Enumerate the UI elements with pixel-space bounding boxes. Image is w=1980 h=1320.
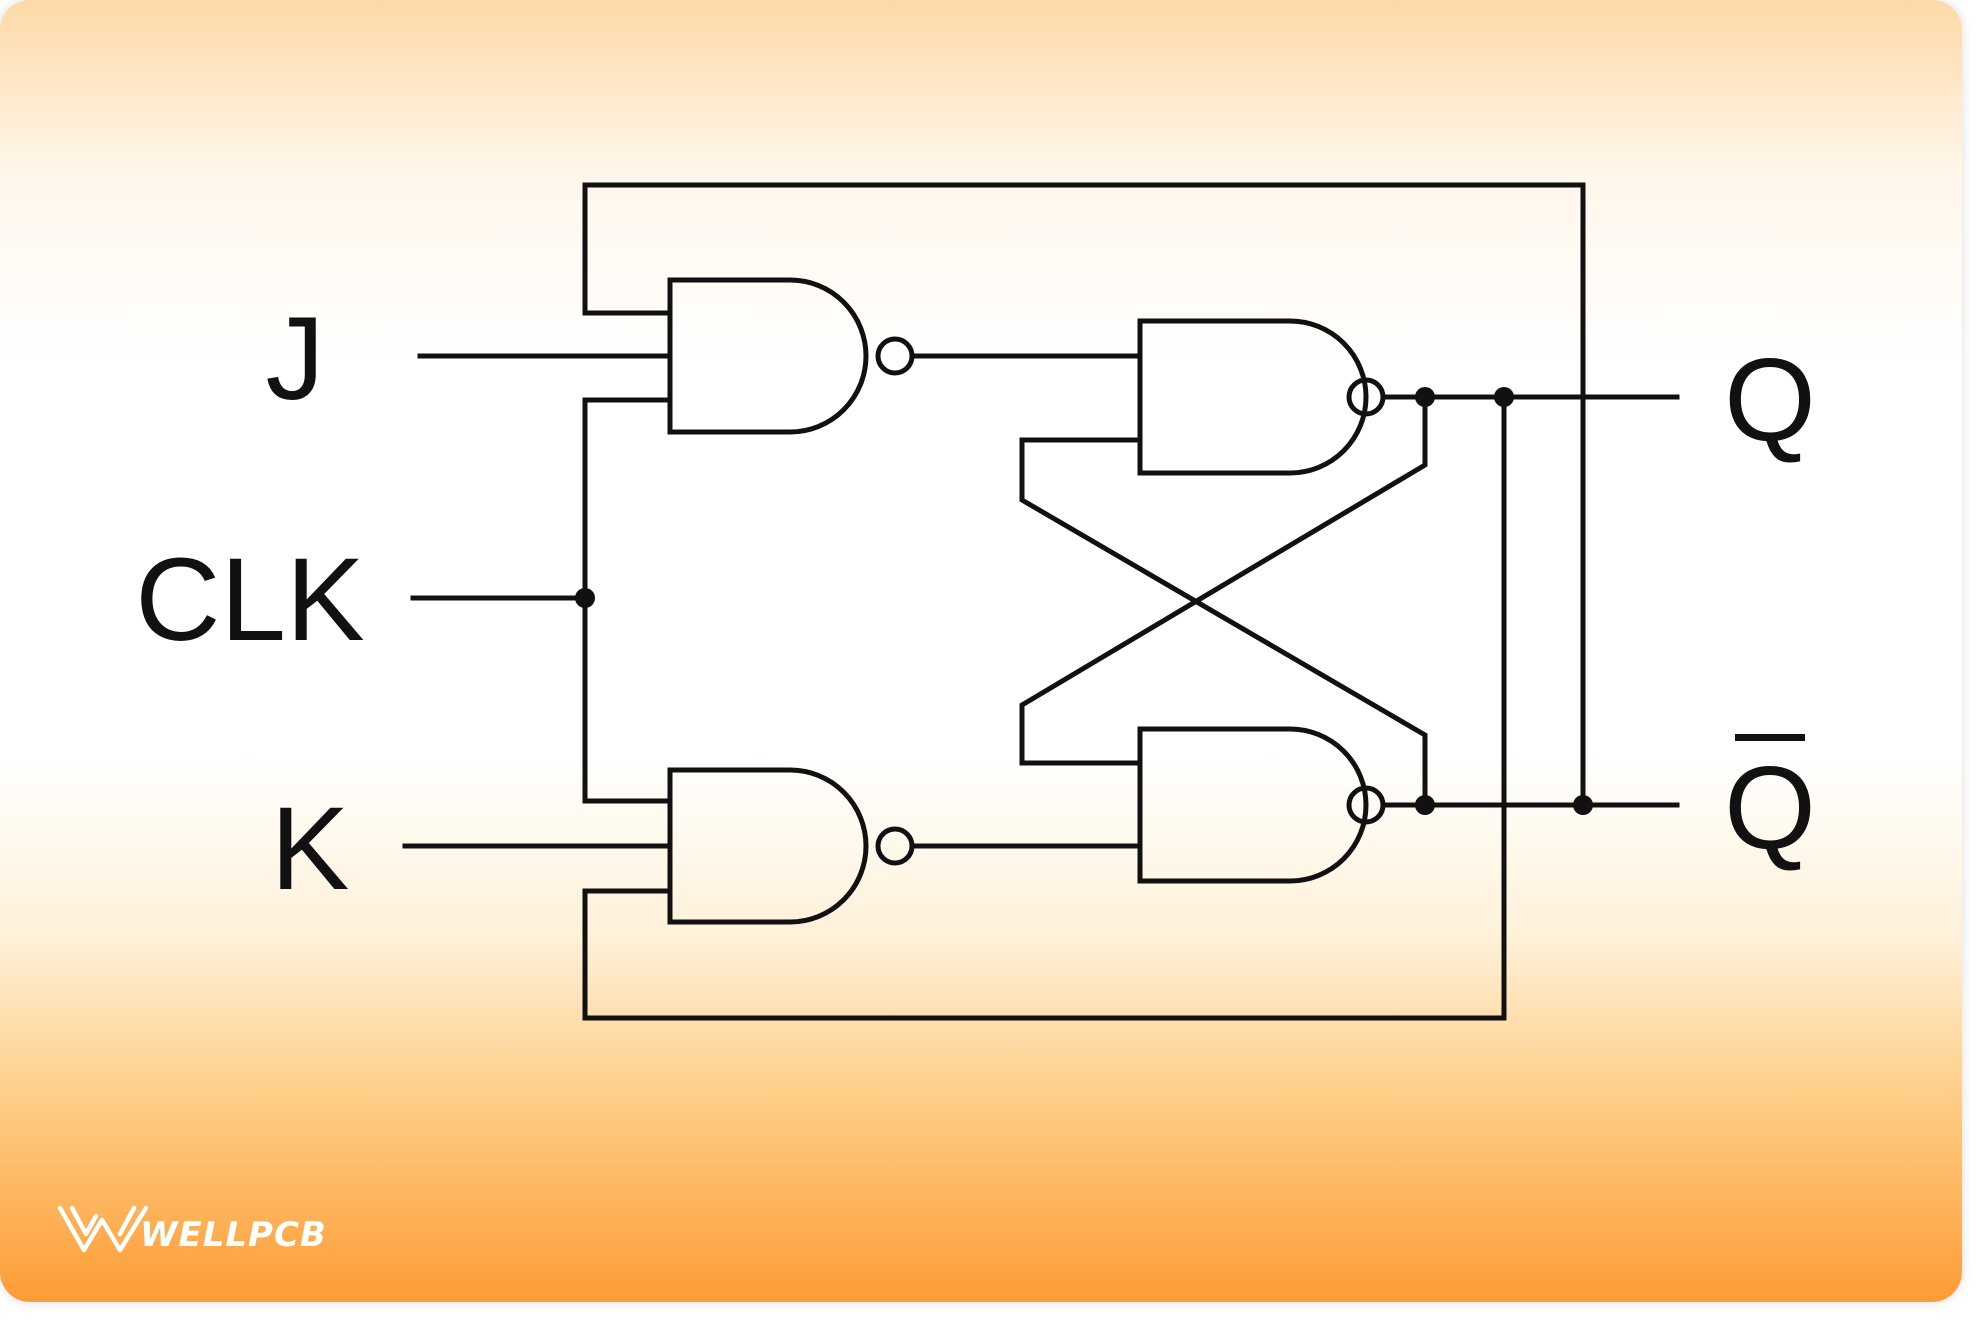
junction-q-cross [1415, 387, 1435, 407]
junction-clk [575, 588, 595, 608]
nand-gate-k [667, 767, 915, 925]
junction-qbar-feedback [1573, 795, 1593, 815]
jk-flip-flop-diagram: J CLK K Q Q WELLPCB [0, 0, 1962, 1302]
junction-q-feedback [1494, 387, 1514, 407]
label-j: J [266, 293, 325, 425]
nand-gate-j [667, 277, 915, 435]
junctions [575, 387, 1593, 815]
background [0, 0, 1962, 1302]
wellpcb-logo: WELLPCB [57, 1205, 327, 1255]
label-clk: CLK [135, 534, 365, 666]
wellpcb-w-logo-icon [57, 1205, 149, 1253]
label-q-bar-text: Q [1724, 742, 1816, 874]
wire-cross-q-to-nand4 [1019, 437, 1428, 808]
label-q-bar: Q [1724, 734, 1816, 874]
wire-feedback-q [582, 394, 1507, 1021]
q-bar-overline [1735, 734, 1805, 741]
junction-qbar-cross [1415, 795, 1435, 815]
label-k: K [271, 783, 350, 915]
wire-feedback-qbar [582, 182, 1586, 808]
wire-cross-qbar-to-nand3 [1019, 394, 1428, 766]
logo-text: WELLPCB [140, 1215, 327, 1255]
diagram-card: J CLK K Q Q WELLPCB [0, 0, 1962, 1302]
wires [402, 182, 1680, 1021]
nand-gate-latch-top [1137, 318, 1386, 476]
nand-gate-latch-bottom [1137, 726, 1386, 884]
label-q: Q [1724, 334, 1816, 466]
